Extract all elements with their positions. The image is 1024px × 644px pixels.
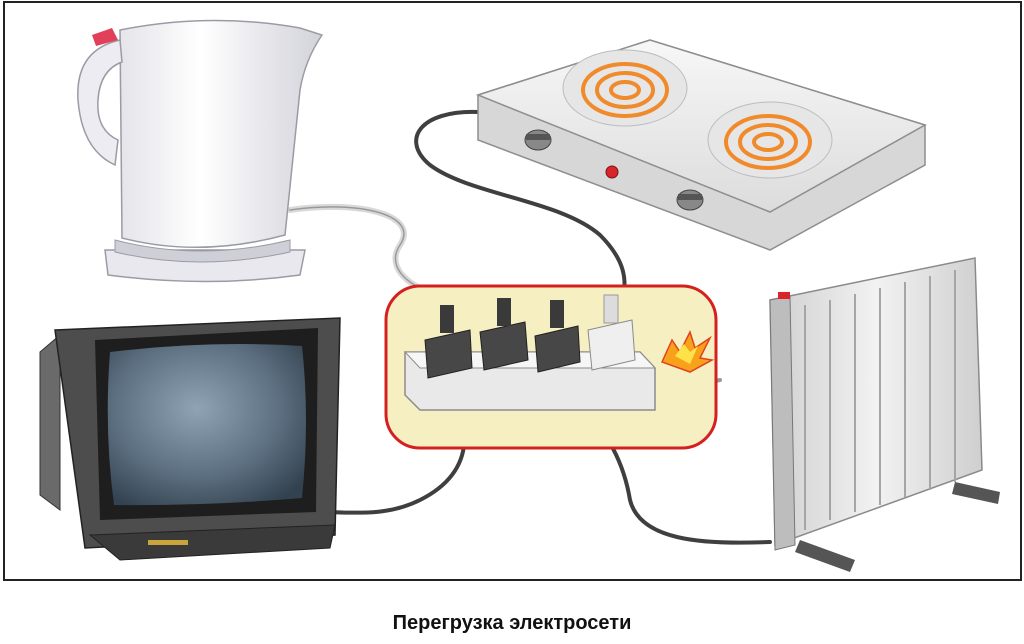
burner-right: [724, 114, 812, 170]
plug-3: [534, 300, 581, 373]
tv-icon: [39, 317, 341, 561]
plug-2: [479, 298, 529, 371]
stove-icon: [475, 39, 927, 251]
caption: Перегрузка электросети: [392, 612, 632, 634]
stove-indicator-light: [605, 165, 619, 179]
burner-left: [581, 62, 669, 118]
radiator-icon: [769, 257, 1000, 572]
stove-knob-right: [676, 189, 704, 211]
stove-knob-left: [524, 129, 552, 151]
spark-icon: [660, 330, 715, 373]
plug-4: [587, 294, 636, 371]
power-strip-icon: [403, 294, 657, 411]
radiator-switch: [778, 292, 790, 299]
plug-1: [424, 305, 473, 379]
kettle-icon: [77, 19, 324, 283]
kettle-switch: [92, 28, 118, 46]
tv-buttons: [148, 540, 188, 545]
